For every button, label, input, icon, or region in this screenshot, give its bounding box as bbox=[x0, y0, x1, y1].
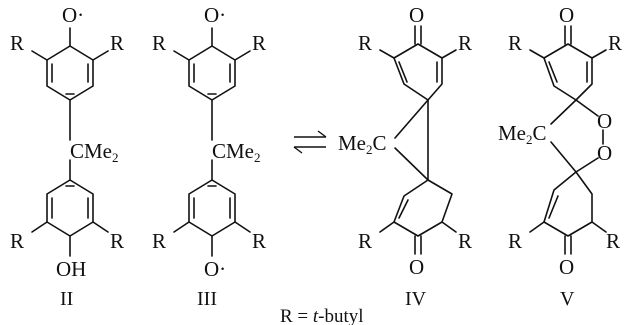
ring-top-III bbox=[188, 45, 236, 101]
arrow-reverse-head bbox=[293, 146, 303, 154]
atom-me2c-IV: Me2C bbox=[338, 131, 387, 157]
ring-top-IV-double-bonds bbox=[398, 61, 438, 83]
bond-o-spiro-bottom-V bbox=[575, 157, 599, 173]
ring-bottom-IV-double-bonds bbox=[398, 199, 409, 219]
bond-r-left-top-II bbox=[31, 50, 48, 61]
atom-r-III-bottom-right: R bbox=[252, 229, 266, 253]
bond-spiro-cme2-top-V bbox=[550, 99, 577, 125]
bond-cme2-spiro-bottom-V bbox=[550, 141, 577, 173]
ring-bottom-III-double-bonds bbox=[193, 185, 231, 219]
atom-o-peroxide-bottom-V: O bbox=[597, 141, 612, 165]
ring-bottom-III bbox=[188, 179, 236, 237]
atom-oh-II: OH bbox=[56, 257, 86, 281]
atom-o-radical-III-top: O· bbox=[204, 3, 226, 27]
atom-cme2-II: CMe2 bbox=[70, 139, 119, 165]
bond-r-left-top-IV bbox=[379, 49, 395, 59]
ring-top-II-double-bonds bbox=[51, 63, 89, 95]
bond-r-left-top-III bbox=[173, 50, 190, 61]
atom-r-III-bottom-left: R bbox=[152, 229, 166, 253]
compound-II: O· R R CMe2 R R OH II bbox=[10, 3, 124, 310]
bond-r-left-bottom-IV bbox=[379, 221, 395, 233]
label-IV: IV bbox=[405, 288, 427, 310]
bond-r-left-bottom-II bbox=[31, 221, 48, 233]
atom-r-II-top-right: R bbox=[110, 31, 124, 55]
bond-r-right-top-V bbox=[591, 49, 607, 59]
ring-bottom-V-double-bonds bbox=[548, 195, 559, 219]
atom-o-radical-III-bottom: O· bbox=[204, 257, 226, 281]
atom-r-IV-bottom-left: R bbox=[358, 229, 372, 253]
atom-r-IV-bottom-right: R bbox=[458, 229, 472, 253]
arrow-forward-head bbox=[317, 130, 327, 138]
atom-r-V-bottom-left: R bbox=[508, 229, 522, 253]
ring-top-II bbox=[46, 45, 94, 101]
atom-r-V-bottom-right: R bbox=[606, 229, 620, 253]
bond-cyclopropane-upper bbox=[394, 99, 429, 139]
atom-o-top-IV: O bbox=[409, 3, 424, 27]
bond-r-right-top-IV bbox=[441, 49, 457, 59]
bond-r-left-top-V bbox=[529, 49, 545, 59]
ring-bottom-IV bbox=[393, 179, 453, 237]
bond-r-right-top-III bbox=[234, 50, 251, 61]
ring-top-IV bbox=[393, 43, 443, 101]
atom-r-II-bottom-right: R bbox=[110, 229, 124, 253]
atom-cme2-III: CMe2 bbox=[212, 139, 261, 165]
label-II: II bbox=[60, 288, 73, 310]
atom-o-bottom-V: O bbox=[559, 255, 574, 279]
footnote-r-definition: R = t-butyl bbox=[280, 306, 364, 325]
bond-r-left-bottom-III bbox=[173, 221, 190, 233]
compound-V: O R R Me2C O O R R O V bbox=[498, 3, 622, 310]
compound-III: O· R R CMe2 R R O· III bbox=[152, 3, 266, 310]
label-III: III bbox=[197, 288, 217, 310]
bond-r-right-bottom-IV bbox=[441, 221, 457, 233]
atom-o-radical-II: O· bbox=[62, 3, 84, 27]
bond-cyclopropane-lower bbox=[394, 147, 429, 181]
atom-r-V-top-left: R bbox=[508, 31, 522, 55]
atom-r-II-top-left: R bbox=[10, 31, 24, 55]
atom-r-IV-top-left: R bbox=[358, 31, 372, 55]
atom-o-top-V: O bbox=[559, 3, 574, 27]
ring-top-V-double-bonds bbox=[548, 61, 588, 83]
label-V: V bbox=[560, 288, 575, 310]
bond-spiro-o-top-V bbox=[575, 99, 599, 117]
atom-o-bottom-IV: O bbox=[409, 255, 424, 279]
bond-r-left-bottom-V bbox=[529, 221, 545, 233]
bond-r-right-bottom-III bbox=[234, 221, 251, 233]
atom-o-peroxide-top-V: O bbox=[597, 109, 612, 133]
ring-top-III-double-bonds bbox=[193, 63, 231, 95]
bond-r-right-bottom-V bbox=[591, 221, 607, 233]
atom-r-V-top-right: R bbox=[608, 31, 622, 55]
atom-r-II-bottom-left: R bbox=[10, 229, 24, 253]
ring-bottom-V bbox=[543, 171, 593, 237]
atom-me2c-V: Me2C bbox=[498, 121, 547, 147]
atom-r-III-top-left: R bbox=[152, 31, 166, 55]
compound-IV: O R R Me2C R R O IV bbox=[338, 3, 472, 310]
ring-bottom-II-double-bonds bbox=[51, 185, 89, 219]
atom-r-IV-top-right: R bbox=[458, 31, 472, 55]
atom-r-III-top-right: R bbox=[252, 31, 266, 55]
equilibrium-arrows bbox=[293, 130, 327, 154]
ring-bottom-II bbox=[46, 179, 94, 237]
bond-r-right-bottom-II bbox=[92, 221, 109, 233]
ring-top-V bbox=[543, 43, 593, 101]
bond-r-right-top-II bbox=[92, 50, 109, 61]
